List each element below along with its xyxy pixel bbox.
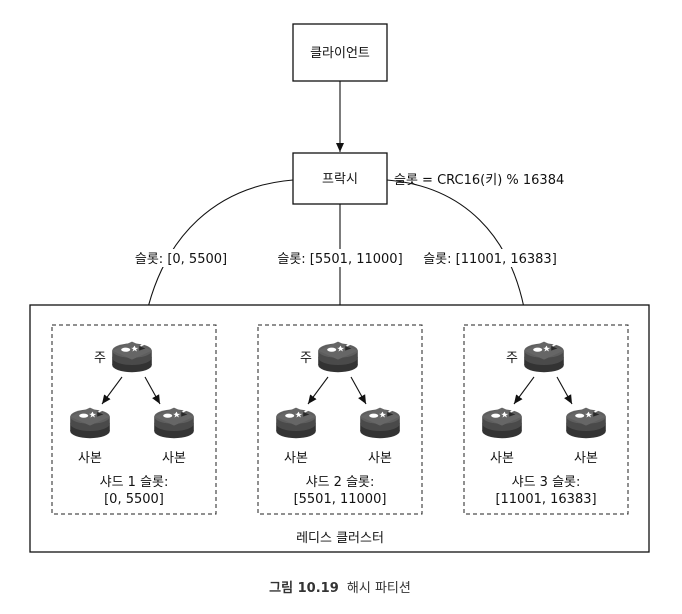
shard-3: 주 사본 사본 샤드 3 슬롯: [11001, 16383] xyxy=(463,324,629,515)
replica-label: 사본 xyxy=(78,451,102,466)
shard-range: [11001, 16383] xyxy=(495,492,596,507)
edge-shard-3 xyxy=(386,179,530,326)
shard-2: 주 사본 사본 샤드 2 슬롯: [5501, 11000] xyxy=(257,324,423,515)
redis-primary-icon xyxy=(524,341,564,373)
replica-label: 사본 xyxy=(574,451,598,466)
client-node: 클라이언트 xyxy=(292,23,388,82)
shard-title: 샤드 2 슬롯: xyxy=(306,475,375,490)
figure-title: 해시 파티션 xyxy=(347,581,411,596)
figure-caption: 그림 10.19 해시 파티션 xyxy=(269,581,411,596)
replica-label: 사본 xyxy=(490,451,514,466)
redis-replica-icon xyxy=(482,407,522,439)
edge-label-shard-3: 슬롯: [11001, 16383] xyxy=(423,252,557,267)
redis-replica-icon xyxy=(154,407,194,439)
replica-label: 사본 xyxy=(368,451,392,466)
primary-label: 주 xyxy=(300,351,312,366)
edge-label-shard-2: 슬롯: [5501, 11000] xyxy=(277,252,402,267)
proxy-label: 프락시 xyxy=(322,172,358,187)
redis-replica-icon xyxy=(360,407,400,439)
redis-replica-icon xyxy=(70,407,110,439)
shard-1: 주 사본 사본 샤드 1 슬롯: [0, 5500] xyxy=(51,324,217,515)
cluster-label: 레디스 클러스터 xyxy=(296,531,384,546)
proxy-node: 프락시 xyxy=(292,152,388,205)
shard-range: [5501, 11000] xyxy=(294,492,387,507)
primary-label: 주 xyxy=(94,351,106,366)
edge-label-shard-1: 슬롯: [0, 5500] xyxy=(135,252,227,267)
redis-primary-icon xyxy=(318,341,358,373)
redis-replica-icon xyxy=(276,407,316,439)
redis-replica-icon xyxy=(566,407,606,439)
hash-formula: 슬롯 = CRC16(키) % 16384 xyxy=(394,173,564,188)
edge-shard-1 xyxy=(141,179,294,326)
replica-label: 사본 xyxy=(284,451,308,466)
client-label: 클라이언트 xyxy=(310,46,370,61)
replica-label: 사본 xyxy=(162,451,186,466)
shard-title: 샤드 1 슬롯: xyxy=(100,475,169,490)
shard-title: 샤드 3 슬롯: xyxy=(512,475,581,490)
redis-cluster-container xyxy=(29,304,650,553)
primary-label: 주 xyxy=(506,351,518,366)
figure-number: 그림 10.19 xyxy=(269,581,339,596)
shard-range: [0, 5500] xyxy=(104,492,164,507)
redis-primary-icon xyxy=(112,341,152,373)
